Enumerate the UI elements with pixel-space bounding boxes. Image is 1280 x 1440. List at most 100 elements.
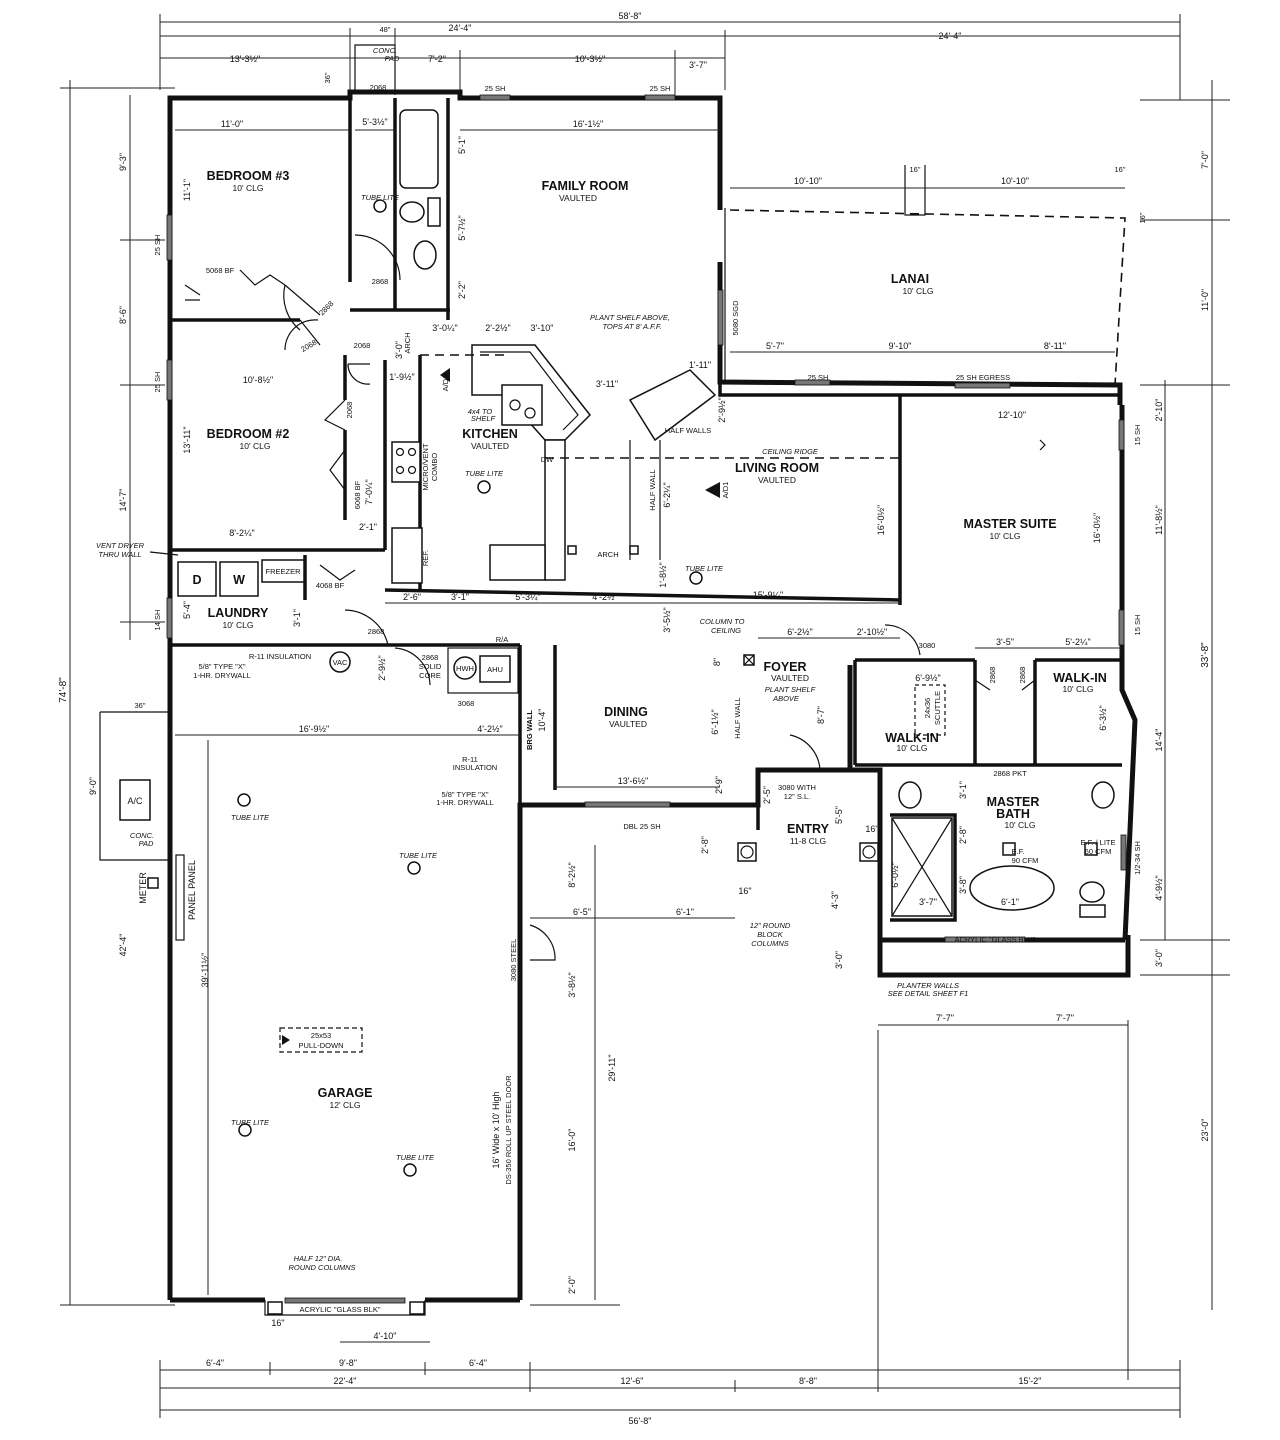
dim-7-2: 7'-2" — [428, 54, 446, 64]
svg-text:14'-4": 14'-4" — [1154, 729, 1164, 752]
svg-text:2868: 2868 — [988, 667, 997, 684]
svg-text:DS-350 ROLL UP STEEL DOOR: DS-350 ROLL UP STEEL DOOR — [504, 1075, 513, 1185]
svg-text:8'-7": 8'-7" — [816, 706, 826, 724]
svg-text:25 SH: 25 SH — [650, 84, 671, 93]
svg-text:2'-6": 2'-6" — [403, 592, 421, 602]
room-living: LIVING ROOM — [735, 461, 819, 475]
svg-text:VAULTED: VAULTED — [758, 475, 796, 485]
svg-text:INSULATION: INSULATION — [453, 763, 497, 772]
svg-text:2'-9½": 2'-9½" — [377, 655, 387, 680]
svg-text:1-HR. DRYWALL: 1-HR. DRYWALL — [436, 798, 494, 807]
svg-text:1-HR. DRYWALL: 1-HR. DRYWALL — [193, 671, 251, 680]
svg-text:1/2-34 SH: 1/2-34 SH — [1133, 841, 1142, 875]
scuttle: 24x36 SCUTTLE — [914, 684, 946, 736]
svg-text:PLANT SHELF ABOVE,: PLANT SHELF ABOVE, — [590, 313, 670, 322]
svg-text:15'-9¼": 15'-9¼" — [753, 590, 783, 600]
svg-text:COLUMN TO: COLUMN TO — [700, 617, 745, 626]
svg-text:5'-1": 5'-1" — [457, 136, 467, 154]
svg-text:ACRYLIC "GLASS BLK": ACRYLIC "GLASS BLK" — [299, 1305, 380, 1314]
svg-text:REF.: REF. — [421, 550, 430, 566]
svg-text:5'-7½": 5'-7½" — [457, 215, 467, 240]
svg-text:9'-0": 9'-0" — [88, 777, 98, 795]
right-dimensions: 7'-0" 11'-0" 33'-8" 23'-0" 2'-10" 11'-8½… — [1140, 80, 1230, 1310]
toilet — [399, 201, 425, 223]
svg-text:E.F.: E.F. — [1012, 847, 1025, 856]
room-family: FAMILY ROOM — [542, 179, 629, 193]
room-bedroom-3: BEDROOM #3 — [207, 169, 290, 183]
svg-text:2'-0": 2'-0" — [567, 1276, 577, 1294]
svg-text:6'-2½": 6'-2½" — [787, 627, 812, 637]
svg-text:TUBE LITE: TUBE LITE — [685, 564, 724, 573]
svg-text:SHELF: SHELF — [471, 414, 496, 423]
room-master-suite: MASTER SUITE — [963, 517, 1056, 531]
svg-text:TOPS AT 8' A.F.F.: TOPS AT 8' A.F.F. — [602, 322, 661, 331]
svg-text:3'-0¼": 3'-0¼" — [432, 323, 457, 333]
svg-text:CONC.: CONC. — [373, 46, 397, 55]
svg-text:A/D1: A/D1 — [441, 375, 450, 392]
svg-text:TUBE LITE: TUBE LITE — [231, 813, 270, 822]
svg-text:8'-6": 8'-6" — [118, 306, 128, 324]
svg-text:HALF 12" DIA.: HALF 12" DIA. — [294, 1254, 343, 1263]
svg-text:3'-10": 3'-10" — [531, 323, 554, 333]
svg-text:ROUND COLUMNS: ROUND COLUMNS — [288, 1263, 355, 1272]
svg-text:25 SH: 25 SH — [153, 235, 162, 256]
svg-text:6'-4": 6'-4" — [206, 1358, 224, 1368]
svg-text:7'-0¼": 7'-0¼" — [364, 479, 374, 504]
ac-unit — [119, 779, 151, 821]
svg-text:25 SH: 25 SH — [808, 373, 829, 382]
svg-text:15 SH: 15 SH — [1133, 425, 1142, 446]
svg-text:8'-2¼": 8'-2¼" — [229, 528, 254, 538]
svg-text:3'-0": 3'-0" — [394, 341, 404, 359]
svg-text:23'-0": 23'-0" — [1200, 1119, 1210, 1142]
svg-text:SOLID: SOLID — [419, 662, 442, 671]
svg-text:2068: 2068 — [354, 341, 371, 350]
svg-text:THRU WALL: THRU WALL — [98, 550, 141, 559]
room-walk-in-right: WALK-IN — [1053, 671, 1106, 685]
svg-text:10'-4": 10'-4" — [537, 709, 547, 732]
svg-text:2868: 2868 — [372, 277, 389, 286]
exterior-walls — [167, 89, 1138, 1316]
svg-text:5080 SGD: 5080 SGD — [731, 300, 740, 336]
room-foyer: FOYER — [763, 660, 806, 674]
dim-top-right: 24'-4" — [939, 31, 962, 41]
svg-text:R-11: R-11 — [462, 755, 478, 764]
svg-text:29'-11": 29'-11" — [607, 1054, 617, 1081]
svg-text:PLANTER WALLS: PLANTER WALLS — [897, 981, 959, 990]
svg-text:VAULTED: VAULTED — [609, 719, 647, 729]
svg-text:3'-5": 3'-5" — [996, 637, 1014, 647]
svg-text:16": 16" — [271, 1318, 284, 1328]
svg-text:2'-2½": 2'-2½" — [485, 323, 510, 333]
master-tub — [969, 865, 1055, 911]
svg-text:16": 16" — [1138, 212, 1147, 223]
room-kitchen: KITCHEN — [462, 427, 518, 441]
bath-sink — [413, 240, 437, 270]
svg-text:3'-5½": 3'-5½" — [662, 607, 672, 632]
svg-text:16'-1½": 16'-1½" — [573, 119, 603, 129]
svg-text:13'-6½": 13'-6½" — [618, 776, 648, 786]
svg-text:90 CFM: 90 CFM — [1012, 856, 1039, 865]
svg-text:5'-3½": 5'-3½" — [362, 117, 387, 127]
svg-text:7'-7": 7'-7" — [936, 1013, 954, 1023]
svg-text:10'-10": 10'-10" — [794, 176, 822, 186]
svg-text:25x53: 25x53 — [311, 1031, 331, 1040]
svg-text:25 SH: 25 SH — [485, 84, 506, 93]
svg-text:TUBE LITE: TUBE LITE — [231, 1118, 270, 1127]
tube-lite-icon — [373, 199, 387, 213]
svg-text:MICRO/VENT: MICRO/VENT — [421, 443, 430, 491]
svg-text:1'-11": 1'-11" — [689, 360, 711, 370]
svg-text:COMBO: COMBO — [430, 453, 439, 482]
svg-text:BATH: BATH — [996, 807, 1030, 821]
meter — [147, 877, 159, 889]
svg-text:COLUMNS: COLUMNS — [751, 939, 789, 948]
svg-text:SEE DETAIL SHEET F1: SEE DETAIL SHEET F1 — [888, 989, 969, 998]
svg-text:2'-10": 2'-10" — [1154, 399, 1164, 422]
svg-text:PAD: PAD — [139, 839, 154, 848]
svg-text:10' CLG: 10' CLG — [223, 620, 254, 630]
svg-text:HALF WALL: HALF WALL — [733, 697, 742, 738]
svg-text:12'-10": 12'-10" — [998, 410, 1026, 420]
svg-text:5'-7": 5'-7" — [766, 341, 784, 351]
svg-text:15 SH: 15 SH — [1133, 615, 1142, 636]
svg-text:8": 8" — [712, 658, 722, 666]
svg-text:3068: 3068 — [458, 699, 475, 708]
svg-text:R-11 INSULATION: R-11 INSULATION — [249, 652, 311, 661]
